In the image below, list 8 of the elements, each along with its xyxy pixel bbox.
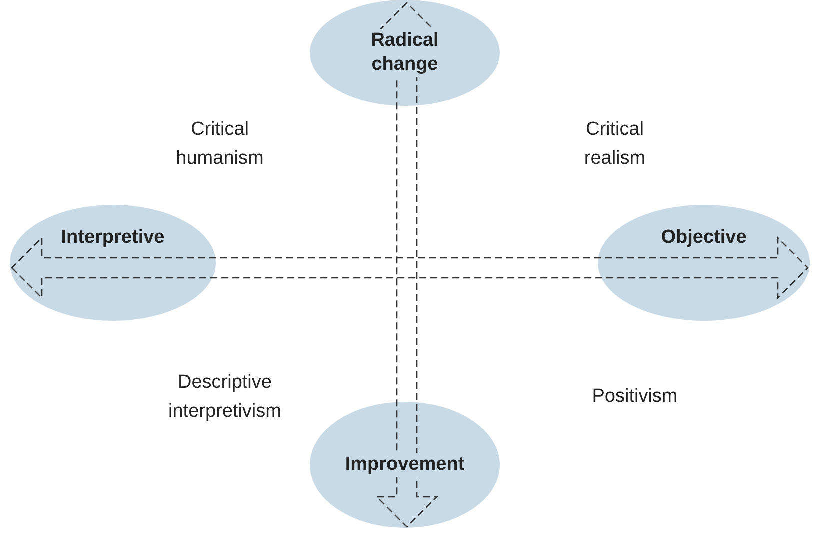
node-label: Interpretive xyxy=(61,226,165,250)
quadrant-label: Positivism xyxy=(592,386,678,407)
double-block-arrow xyxy=(11,236,809,300)
node-label: Improvement xyxy=(345,453,465,477)
quadrant-label: Critical realism xyxy=(584,119,646,169)
quadrant-label: Descriptive interpretivism xyxy=(168,372,282,422)
quadrant-label: Critical humanism xyxy=(176,119,264,169)
node-label: Objective xyxy=(661,226,747,250)
